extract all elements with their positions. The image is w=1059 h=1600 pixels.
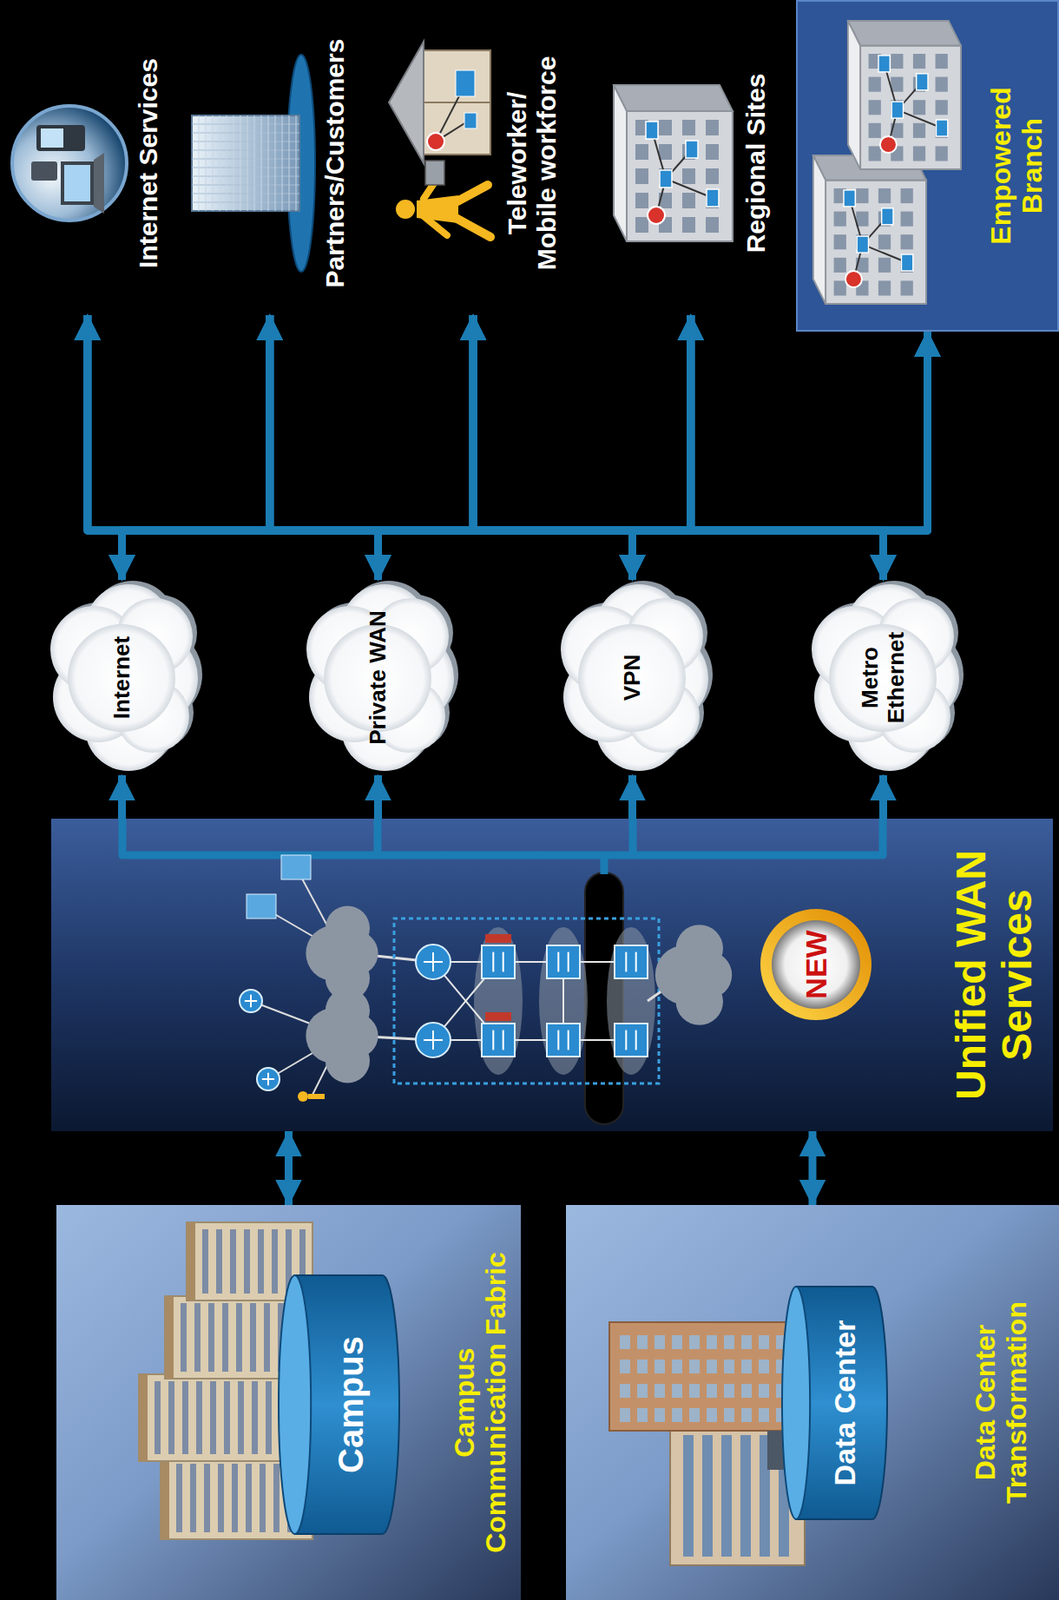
connector-arrow (374, 775, 382, 819)
connector-arrow (378, 331, 928, 580)
node-label: Regional Sites (741, 15, 771, 311)
connector-arrow (473, 315, 883, 580)
connector-arrow (122, 315, 691, 580)
network-cloud: Metro Ethernet (802, 579, 964, 776)
node-label: Campus (331, 1295, 371, 1513)
destination-site: Regional Sites (607, 11, 775, 316)
site-icon (607, 11, 738, 316)
node-label: VPN (619, 595, 645, 761)
node-label: Unified WAN Services (947, 831, 1042, 1119)
node-label: NEW (799, 922, 833, 1007)
destination-site: Internet Services (8, 11, 167, 316)
data-center-panel: Data Center Transformation Data Center (565, 1204, 1059, 1600)
node-label: Data Center (828, 1302, 862, 1503)
node-label: Internet (109, 595, 135, 761)
node-label: Data Center Transformation (970, 1289, 1033, 1516)
campus-panel: Campus Communication Fabric Campus (56, 1204, 521, 1600)
connector-arrow (269, 315, 379, 580)
node-label: Partners/Customers (320, 15, 350, 311)
connector-arrow (87, 315, 884, 580)
wan-services-panel: Unified WAN Services NEW (51, 818, 1053, 1132)
connector-arrow (269, 315, 633, 580)
connector-arrow (87, 315, 379, 580)
connector-arrow (269, 315, 884, 580)
network-cloud: VPN (552, 579, 713, 776)
connector-arrow (879, 775, 888, 819)
connector-arrow (473, 315, 632, 580)
connector-arrow (87, 315, 633, 580)
connector-arrow (87, 315, 123, 580)
site-icon (186, 11, 317, 316)
connector-arrow (284, 1131, 293, 1205)
site-icon (381, 11, 500, 316)
site-icon (8, 11, 131, 316)
destination-site: Partners/Customers (186, 11, 354, 316)
connector-arrow (122, 315, 270, 580)
network-cloud: Internet (41, 579, 203, 776)
connector-arrow (632, 331, 928, 580)
data-center-disc: Data Center (781, 1285, 888, 1520)
node-label: Campus Communication Fabric (449, 1243, 513, 1561)
node-label: Empowered Branch (986, 70, 1049, 262)
connector-arrow (378, 315, 474, 580)
node-label: Internet Services (133, 15, 164, 311)
connector-arrow (122, 331, 928, 580)
connector-arrow (809, 1131, 817, 1205)
connector-arrow (883, 331, 928, 580)
connector-arrow (378, 315, 691, 580)
branch-panel: Empowered Branch (795, 0, 1059, 332)
destination-site: Teleworker/ Mobile workforce (381, 11, 565, 316)
connector-arrow (122, 315, 474, 580)
connector-arrow (628, 775, 637, 819)
node-label: Private WAN (365, 595, 391, 761)
node-label: Teleworker/ Mobile workforce (502, 49, 561, 277)
node-label: Metro Ethernet (857, 617, 908, 739)
new-badge: NEW (759, 907, 873, 1021)
connector-arrow (118, 775, 126, 819)
connector-arrow (690, 315, 884, 580)
campus-disc: Campus (277, 1274, 400, 1535)
connector-arrow (632, 315, 691, 580)
network-cloud: Private WAN (297, 579, 459, 776)
network-illustration (51, 818, 1053, 1132)
